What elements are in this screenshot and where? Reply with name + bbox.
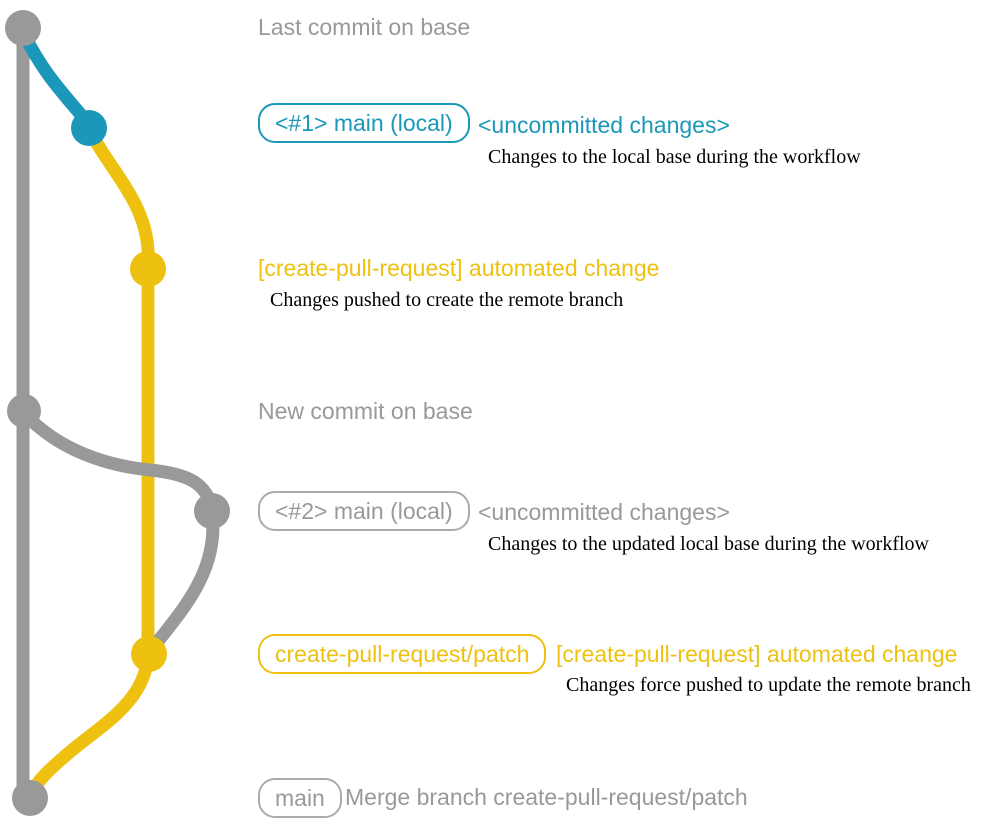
uncommitted-changes-1-label: <uncommitted changes>	[478, 112, 730, 138]
create-pull-request-branch-line	[24, 125, 155, 801]
uncommitted-changes-2-label: <uncommitted changes>	[478, 499, 730, 525]
commit-dot-main-local-2	[194, 493, 230, 529]
rebase-line-to-main-2	[17, 406, 219, 515]
push-create-remote-note: Changes pushed to create the remote bran…	[270, 289, 624, 311]
force-push-update-remote-note: Changes force pushed to update the remot…	[566, 674, 971, 696]
force-push-line-to-patch	[143, 505, 220, 659]
main-local-2-badge: <#2> main (local)	[258, 491, 470, 531]
new-commit-on-base-label: New commit on base	[258, 398, 473, 424]
commit-dot-main-local-1	[71, 110, 107, 146]
commit-dot-automated-change-1	[130, 251, 166, 287]
local-main-branch-line	[18, 29, 94, 129]
automated-change-2-heading: [create-pull-request] automated change	[556, 641, 958, 667]
commit-dot-new-base	[7, 394, 41, 428]
merge-branch-label: Merge branch create-pull-request/patch	[345, 784, 748, 810]
commit-dot-merge	[12, 780, 48, 816]
local-base-changes-note: Changes to the local base during the wor…	[488, 146, 861, 168]
commit-dot-last-base	[5, 10, 41, 46]
last-commit-on-base-label: Last commit on base	[258, 14, 471, 40]
commit-dot-automated-change-2	[131, 636, 167, 672]
main-badge: main	[258, 778, 342, 818]
main-local-1-badge: <#1> main (local)	[258, 103, 470, 143]
updated-local-base-changes-note: Changes to the updated local base during…	[488, 533, 929, 555]
create-pull-request-patch-badge: create-pull-request/patch	[258, 634, 547, 674]
automated-change-1-heading: [create-pull-request] automated change	[258, 255, 660, 281]
